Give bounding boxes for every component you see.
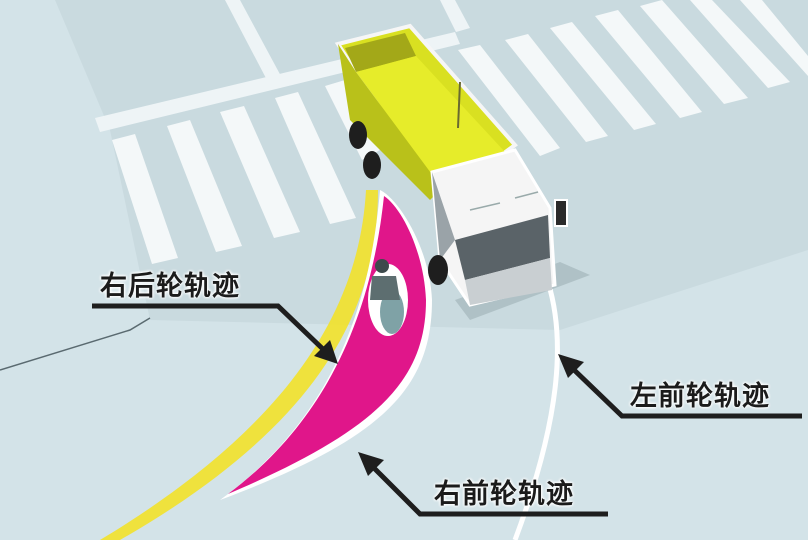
arrow-right-rear: [92, 303, 338, 364]
cyclist-in-blind-zone: [368, 259, 408, 336]
label-left-front-track: 左前轮轨迹: [630, 381, 770, 412]
curb-line: [0, 317, 151, 371]
crosswalk-right: [458, 0, 808, 156]
blind-zone-band: [228, 196, 426, 494]
label-right-rear-track: 右后轮轨迹: [100, 271, 240, 302]
arrow-right-front: [358, 452, 608, 517]
arrow-left-front: [558, 354, 802, 419]
dump-truck: [334, 23, 590, 320]
right-rear-track-glow: [100, 190, 378, 540]
left-front-track-line: [512, 281, 560, 540]
label-right-front-track: 右前轮轨迹: [434, 479, 574, 510]
